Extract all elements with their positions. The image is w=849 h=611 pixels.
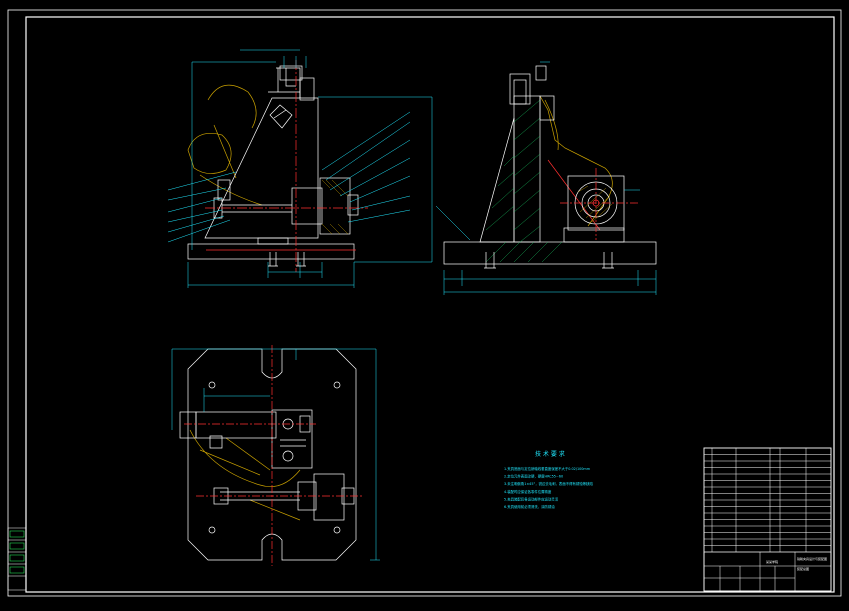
parts-list-grid	[704, 448, 831, 553]
tech-line: 2.定位元件表面淬硬，硬度HRC55~60	[504, 474, 563, 479]
top-bar-end	[179, 411, 197, 439]
side-column	[513, 95, 541, 243]
top-hole-tl	[208, 381, 216, 389]
tech-requirements: 技 术 要 求 1.夹具底面与定位销轴线垂直度误差不大于0.02/100mm 2.…	[504, 450, 593, 509]
top-hole-br	[333, 526, 341, 534]
front-base-step	[257, 237, 289, 245]
side-base-hatch	[485, 241, 563, 263]
tech-lines: 1.夹具底面与定位销轴线垂直度误差不大于0.02/100mm 2.定位元件表面淬硬…	[504, 466, 593, 509]
top-horizontal-bar	[195, 411, 277, 439]
top-hidden-shapes	[189, 429, 301, 521]
side-base-plate	[443, 241, 657, 265]
top-small-part	[209, 435, 223, 449]
side-hub-hatch	[577, 185, 613, 223]
tech-line: 5.夹具装配后各运动部件应运动灵活	[504, 496, 559, 501]
front-cylinder-knob	[347, 194, 359, 216]
side-top-clamp-inner	[513, 79, 527, 105]
tech-line: 1.夹具底面与定位销轴线垂直度误差不大于0.02/100mm	[504, 466, 591, 471]
front-cylinder-cap	[319, 177, 351, 235]
front-screw	[213, 197, 292, 219]
title-sub: 装配总图	[797, 566, 809, 571]
revision-stamp	[7, 527, 27, 591]
side-hidden-profile	[539, 95, 613, 227]
side-dimensions	[435, 61, 657, 295]
side-red-arc	[547, 159, 601, 231]
top-view	[171, 345, 380, 566]
sheet-outer-border	[7, 9, 842, 597]
tech-line: 6.夹具使用前必须清洗，涂防锈油	[504, 504, 555, 509]
side-slider	[539, 95, 555, 121]
top-clamp-bolt-2	[282, 450, 294, 462]
side-column-hatch	[485, 99, 541, 243]
front-base-bolts	[268, 252, 306, 267]
front-view	[167, 49, 433, 288]
top-clamp-inner	[280, 439, 306, 447]
sheet-inner-border	[25, 16, 835, 593]
side-top-rod	[535, 65, 547, 81]
front-cap-hatch	[321, 179, 349, 235]
side-base-bolts	[484, 252, 614, 269]
title-main: 铣削夹具设计与装配图	[797, 556, 827, 561]
front-cylinder-body	[291, 187, 323, 225]
title-area	[703, 551, 832, 592]
side-gusset	[479, 117, 515, 243]
side-view	[435, 61, 657, 295]
title-block	[703, 447, 832, 592]
side-hub-lower	[563, 227, 625, 243]
side-top-clamp	[509, 73, 531, 105]
title-school: 某某学院	[766, 559, 778, 564]
tech-line: 4.装配时应保证各零件位置精度	[504, 489, 552, 494]
front-top-clamp	[279, 65, 303, 81]
top-dimensions	[171, 348, 380, 561]
front-body-inner	[268, 67, 301, 98]
front-dimensions	[167, 49, 433, 288]
top-screw	[220, 491, 300, 501]
front-angled-nut	[269, 104, 293, 129]
top-hole-tr	[333, 381, 341, 389]
tech-title: 技 术 要 求	[535, 450, 565, 458]
front-upper-block	[299, 77, 315, 101]
top-plate-outline	[187, 348, 357, 561]
front-base-plate	[187, 243, 355, 260]
top-cylinder-cap	[313, 473, 345, 521]
top-hole-bl	[208, 526, 216, 534]
front-hidden-arcs	[187, 84, 263, 206]
tech-line: 3.未注明倒角1×45°，锐边去毛刺，表面不得有锈蚀等缺陷	[504, 481, 593, 486]
front-screw-nut	[217, 179, 231, 201]
